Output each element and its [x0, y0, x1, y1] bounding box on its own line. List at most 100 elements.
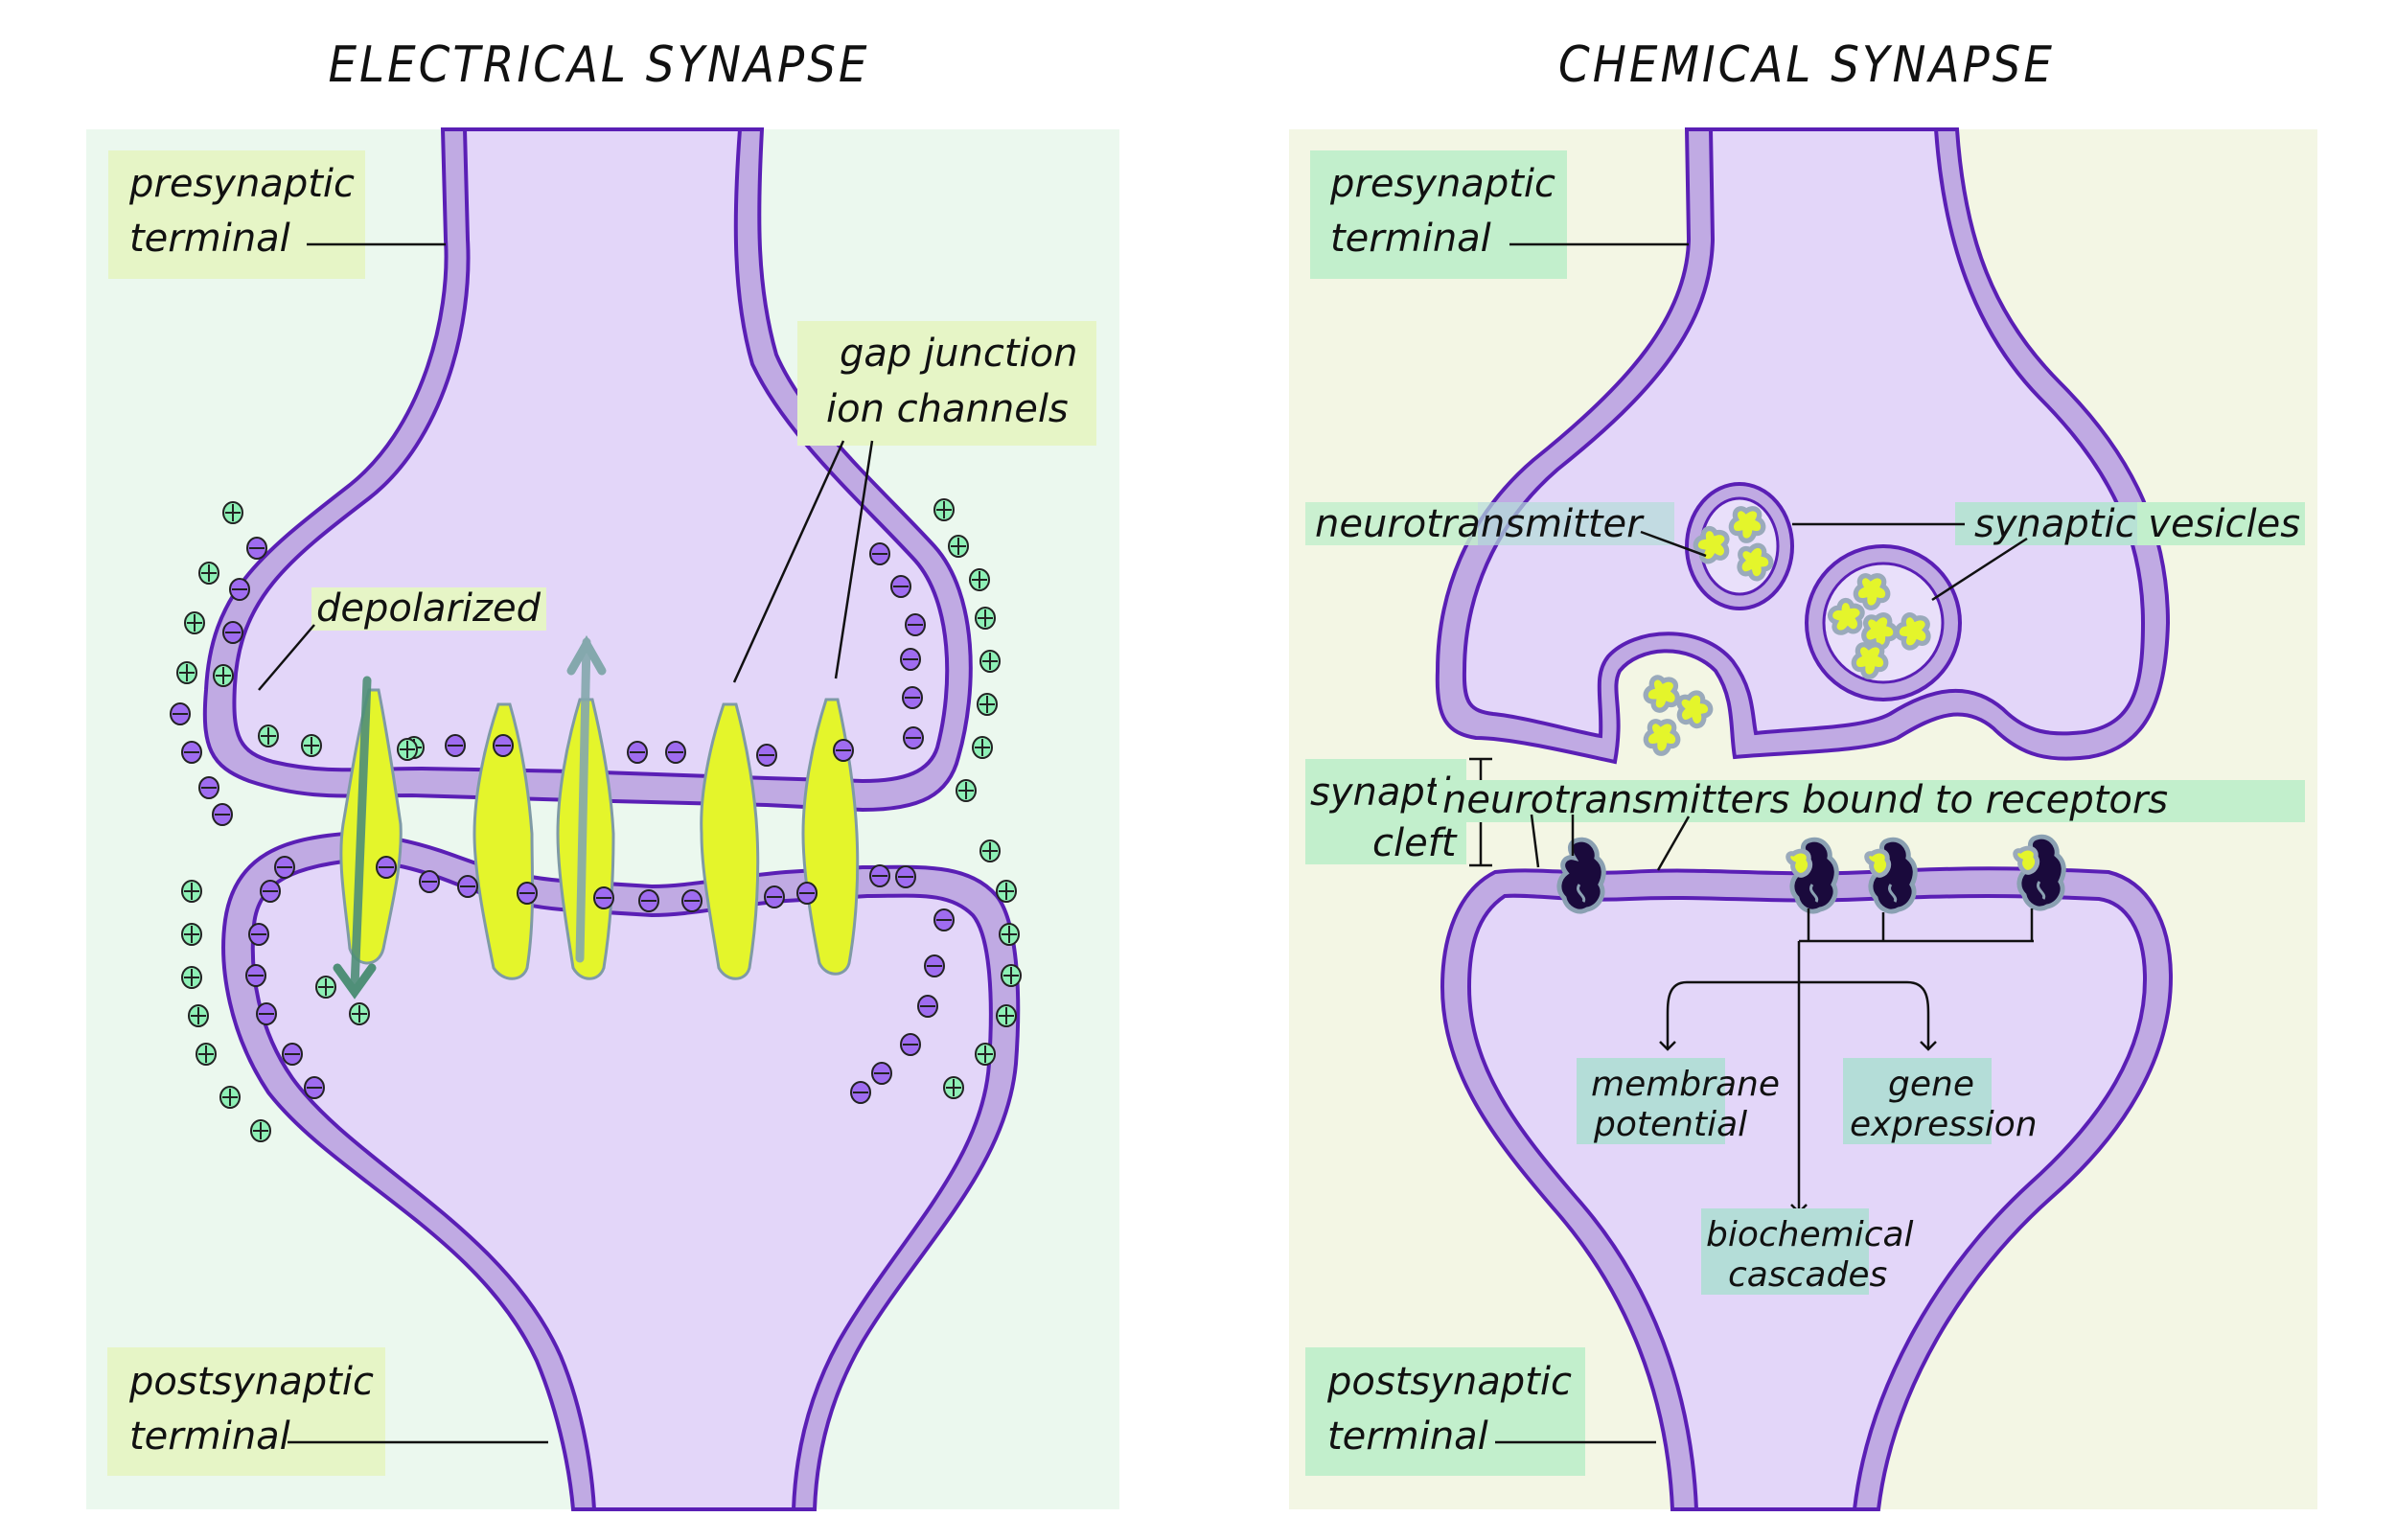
bound-receptors-label-box-right [1591, 780, 2305, 822]
synaptic-vesicles-leader-2 [1931, 537, 2028, 602]
ion-flow-arrow-down [333, 676, 377, 1000]
negative-ion [282, 1043, 303, 1066]
bound-receptor [1785, 837, 1839, 914]
electrical-postsynaptic-label-line1: postsynaptic [128, 1360, 374, 1404]
synaptic-cleft-label-line2: cleft [1372, 821, 1458, 865]
synaptic-vesicles-label: synaptic vesicles [1974, 502, 2300, 546]
negative-ion [517, 882, 538, 905]
positive-ion [972, 736, 993, 759]
positive-ion [996, 880, 1017, 903]
electrical-presynaptic-label-line1: presynaptic [128, 162, 355, 206]
electrical-postsynaptic-label-box [107, 1347, 385, 1476]
biochemical-cascades-box [1701, 1208, 1869, 1295]
electrical-postsynaptic-label-line2: terminal [129, 1414, 290, 1459]
chemical-presynaptic-label-line2: terminal [1330, 217, 1491, 261]
positive-ion [196, 1043, 217, 1066]
negative-ion [246, 537, 267, 560]
positive-ion [198, 562, 219, 585]
gap-junction-label-box [797, 321, 1096, 446]
negative-ion [903, 726, 924, 749]
gap-junction-leader-1 [732, 440, 845, 683]
negative-ion [445, 734, 466, 757]
neurotransmitter-label: neurotransmitter [1315, 502, 1645, 546]
neurotransmitter-molecule [1737, 542, 1774, 582]
positive-ion [397, 738, 418, 761]
ion-flow-arrow-up [566, 634, 607, 963]
depolarized-label-box [311, 587, 546, 631]
negative-ion [917, 995, 938, 1018]
positive-ion [250, 1119, 271, 1142]
electrical-synapse-title: ELECTRICAL SYNAPSE [329, 36, 870, 94]
chemical-postsynaptic-label-box [1305, 1347, 1585, 1476]
gene-expression-line2: expression [1850, 1105, 2038, 1144]
negative-ion [638, 889, 659, 912]
positive-ion [213, 664, 234, 687]
positive-ion [977, 693, 998, 716]
neurotransmitter-molecule [1853, 573, 1891, 610]
gap-junction-leader-2 [834, 440, 874, 679]
neurotransmitter-molecule [1728, 506, 1766, 543]
bound-receptors-leader-3 [1656, 816, 1691, 871]
signaling-pathway-lines [1659, 908, 2034, 1214]
negative-ion [869, 864, 890, 887]
negative-ion [681, 889, 703, 912]
gene-expression-line1: gene [1888, 1065, 1974, 1104]
electrical-presynaptic-label-line2: terminal [129, 217, 290, 261]
negative-ion [871, 1062, 892, 1085]
ions-group [170, 498, 1022, 1142]
receptor [1556, 837, 1606, 914]
neurotransmitter-molecule [1827, 597, 1865, 635]
negative-ion [895, 865, 916, 888]
receptors-group [1556, 834, 2066, 914]
negative-ion [376, 856, 397, 879]
neurotransmitter-molecule [1676, 690, 1714, 729]
neurotransmitter-label-box [1305, 502, 1478, 545]
negative-ion [905, 613, 926, 636]
depolarized-leader [258, 624, 315, 691]
negative-ion [665, 741, 686, 764]
negative-ion [933, 908, 955, 931]
positive-ion [301, 734, 322, 757]
positive-ion [996, 1004, 1017, 1027]
negative-ion [900, 648, 921, 671]
biochemical-cascades-line2: cascades [1728, 1255, 1887, 1295]
positive-ion [979, 839, 1001, 862]
gene-expression-box [1843, 1058, 1992, 1144]
membrane-potential-line1: membrane [1591, 1065, 1780, 1104]
negative-ion [850, 1081, 871, 1104]
negative-ion [260, 880, 281, 903]
positive-ion [975, 607, 996, 630]
gap-junction-channel [700, 702, 760, 980]
chemical-presynaptic-label-line1: presynaptic [1329, 162, 1555, 206]
positive-ion [181, 923, 202, 946]
negative-ion [627, 741, 648, 764]
negative-ion [170, 702, 191, 725]
positive-ion [222, 501, 243, 524]
positive-ion [315, 976, 336, 999]
membrane-potential-line2: potential [1593, 1105, 1747, 1144]
bound-receptors-leader-1 [1530, 814, 1540, 868]
positive-ion [999, 923, 1020, 946]
negative-ion [304, 1076, 325, 1099]
positive-ion [956, 779, 977, 802]
positive-ion [948, 535, 969, 558]
neurotransmitter-molecule [1643, 675, 1680, 713]
negative-ion [256, 1002, 277, 1025]
negative-ion [833, 739, 854, 762]
negative-ion [419, 870, 440, 893]
positive-ion [933, 498, 955, 521]
positive-ion [184, 611, 205, 634]
negative-ion [245, 964, 266, 987]
negative-ion [212, 803, 233, 826]
positive-ion [258, 724, 279, 747]
neurotransmitter-molecule [1693, 525, 1730, 564]
negative-ion [198, 776, 219, 799]
positive-ion [188, 1004, 209, 1027]
negative-ion [493, 734, 514, 757]
gap-junction-label-line1: gap junction [840, 332, 1077, 376]
negative-ion [222, 621, 243, 644]
positive-ion [975, 1043, 996, 1066]
neurotransmitter-molecule [1894, 612, 1931, 651]
negative-ion [764, 885, 785, 908]
depolarized-label: depolarized [316, 586, 541, 631]
